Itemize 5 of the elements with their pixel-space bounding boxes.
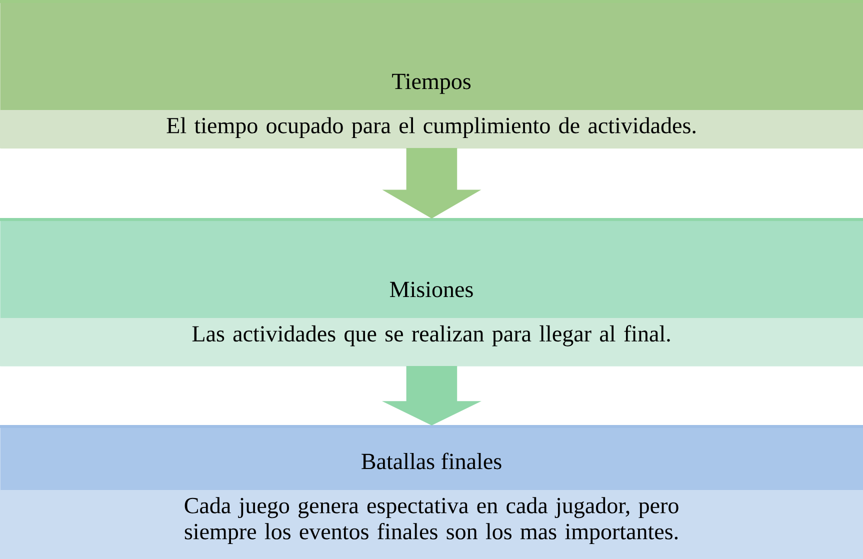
band: Batallas finales Cada juego genera espectativa en cada jugador, pero siempre los eventos finales son los mas importantes.: [0, 425, 863, 559]
band: Tiempos El tiempo ocupado para el cumplimiento de actividades.: [0, 0, 863, 148]
block-arrow: [382, 148, 482, 218]
block-arrow: [382, 366, 482, 426]
band: Misiones Las actividades que se realizan para llegar al final.: [0, 218, 863, 366]
